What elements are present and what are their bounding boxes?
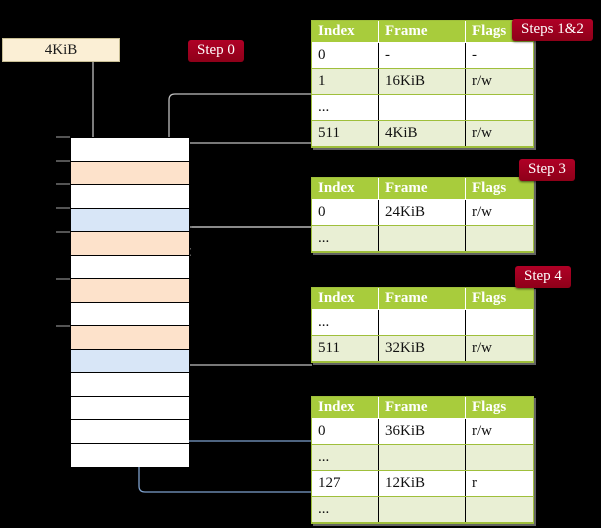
- memory-frame-4: [71, 232, 189, 256]
- column-header-index: Index: [312, 397, 379, 419]
- column-header-frame: Frame: [378, 178, 466, 200]
- column-header-index: Index: [312, 288, 379, 310]
- cell-flags: r/w: [465, 120, 533, 147]
- cell-index: ...: [312, 94, 379, 121]
- cell-frame: 32KiB: [378, 335, 466, 362]
- cell-frame: [378, 309, 466, 336]
- wire-l4-row1: [168, 93, 312, 246]
- column-header-index: Index: [312, 178, 379, 200]
- badge-step-0: Step 0: [188, 40, 244, 62]
- page-box-label: 4KiB: [44, 42, 78, 58]
- column-header-index: Index: [312, 21, 379, 43]
- cell-frame: 16KiB: [378, 68, 466, 95]
- cell-index: 127: [312, 470, 379, 497]
- cell-flags: [465, 94, 533, 121]
- cell-flags: -: [465, 42, 533, 69]
- table-row: 0--: [312, 42, 533, 69]
- memory-frame-11: [71, 396, 189, 420]
- wire-l2-to-memory: [175, 308, 312, 366]
- memory-frame-9: [71, 349, 189, 373]
- cell-frame: [378, 444, 466, 471]
- column-header-flags: Flags: [465, 288, 533, 310]
- column-header-frame: Frame: [378, 397, 466, 419]
- table-row: ...: [312, 496, 533, 523]
- memory-frame-7: [71, 302, 189, 326]
- memory-frame-12: [71, 420, 189, 444]
- cell-frame: 24KiB: [378, 199, 466, 226]
- badge-step-4: Step 4: [515, 266, 571, 288]
- column-header-flags: Flags: [465, 397, 533, 419]
- cell-index: 0: [312, 418, 379, 445]
- badge-step-3: Step 3: [519, 159, 575, 181]
- cell-flags: r/w: [465, 68, 533, 95]
- cell-frame: [378, 94, 466, 121]
- column-header-frame: Frame: [378, 288, 466, 310]
- cell-index: 511: [312, 335, 379, 362]
- cell-index: ...: [312, 309, 379, 336]
- badge-steps-1-2: Steps 1&2: [512, 19, 593, 41]
- cell-index: 0: [312, 42, 379, 69]
- column-header-flags: Flags: [465, 178, 533, 200]
- cell-index: 511: [312, 120, 379, 147]
- page-box-4kib: 4KiB: [2, 38, 120, 62]
- cell-flags: [465, 496, 533, 523]
- column-header-frame: Frame: [378, 21, 466, 43]
- cell-flags: r/w: [465, 418, 533, 445]
- cell-index: ...: [312, 444, 379, 471]
- cell-flags: [465, 309, 533, 336]
- cell-frame: 12KiB: [378, 470, 466, 497]
- cell-index: 0: [312, 199, 379, 226]
- table-row: ...: [312, 225, 533, 252]
- cell-frame: [378, 225, 466, 252]
- cell-flags: r/w: [465, 335, 533, 362]
- cell-frame: [378, 496, 466, 523]
- cell-flags: [465, 444, 533, 471]
- cell-index: 1: [312, 68, 379, 95]
- cell-frame: 36KiB: [378, 418, 466, 445]
- memory-frame-5: [71, 255, 189, 279]
- cell-frame: -: [378, 42, 466, 69]
- cell-flags: r/w: [465, 199, 533, 226]
- cell-flags: [465, 225, 533, 252]
- memory-tick-marks: [56, 136, 70, 327]
- memory-frame-0: [71, 138, 189, 162]
- cell-flags: r: [465, 470, 533, 497]
- memory-frame-2: [71, 185, 189, 209]
- wire-l3-to-memory: [183, 226, 312, 256]
- memory-frame-13: [71, 443, 189, 467]
- memory-frame-3: [71, 208, 189, 232]
- cell-frame: 4KiB: [378, 120, 466, 147]
- cell-index: ...: [312, 496, 379, 523]
- memory-frame-1: [71, 161, 189, 185]
- physical-memory-column: [70, 137, 190, 467]
- memory-frame-8: [71, 326, 189, 350]
- memory-frame-6: [71, 279, 189, 303]
- memory-frame-10: [71, 373, 189, 397]
- cell-index: ...: [312, 225, 379, 252]
- table-row: ...: [312, 444, 533, 471]
- table-row: ...: [312, 94, 533, 121]
- table-row: ...: [312, 309, 533, 336]
